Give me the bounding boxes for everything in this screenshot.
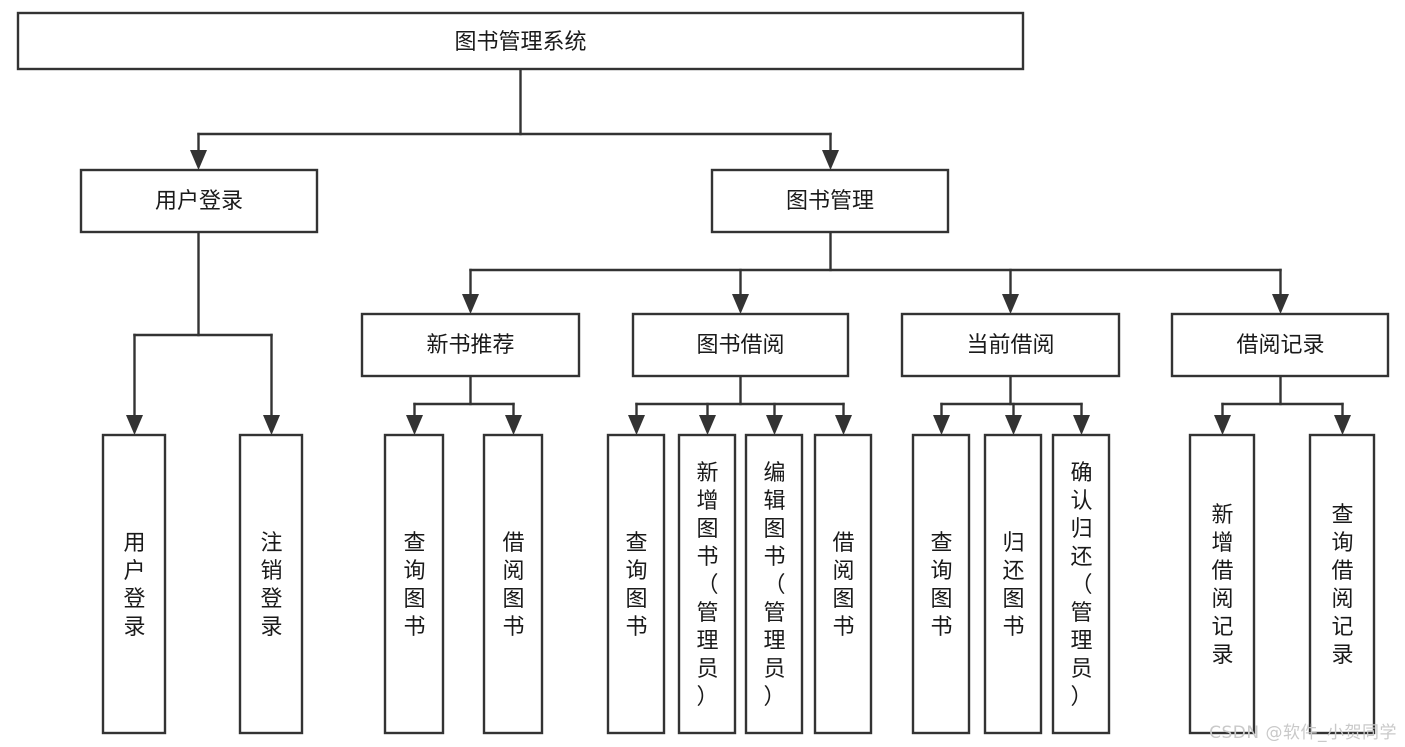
node-leaf-borrow-book-1-box[interactable] — [482, 433, 544, 735]
node-book-manage-box[interactable] — [710, 168, 950, 234]
node-book-borrow-box[interactable] — [631, 312, 850, 378]
node-book-manage[interactable]: 图书管理 — [710, 168, 950, 234]
node-leaf-query-book-2[interactable]: 查询图书 — [606, 433, 666, 735]
node-borrow-record-label: 借阅记录 — [1236, 333, 1324, 358]
connector-group-new-book-rec — [406, 374, 522, 435]
node-leaf-query-book-2-box[interactable] — [606, 433, 666, 735]
arrowhead-leaf-query-book-1 — [406, 415, 423, 435]
node-leaf-add-book-label: 新增图书（管理员） — [696, 461, 718, 710]
node-book-borrow[interactable]: 图书借阅 — [631, 312, 850, 378]
node-leaf-query-book-3-box[interactable] — [911, 433, 971, 735]
node-leaf-user-login-box[interactable] — [101, 433, 167, 735]
node-leaf-query-book-3-label: 查询图书 — [930, 531, 952, 640]
node-current-borrow[interactable]: 当前借阅 — [900, 312, 1121, 378]
node-leaf-query-book-1-label: 查询图书 — [403, 531, 425, 640]
node-leaf-return-book[interactable]: 归还图书 — [983, 433, 1043, 735]
arrowhead-book-manage — [822, 150, 839, 170]
node-leaf-edit-book-label: 编辑图书（管理员） — [763, 461, 785, 710]
node-leaf-add-record-label: 新增借阅记录 — [1211, 503, 1233, 668]
connector-group-book-manage — [462, 230, 1289, 314]
node-leaf-borrow-book-2[interactable]: 借阅图书 — [813, 433, 873, 735]
node-current-borrow-box[interactable] — [900, 312, 1121, 378]
arrowhead-leaf-user-login — [126, 415, 143, 435]
node-leaf-query-record[interactable]: 查询借阅记录 — [1308, 433, 1376, 735]
node-leaf-edit-book-box[interactable] — [744, 433, 804, 735]
node-leaf-query-record-box[interactable] — [1308, 433, 1376, 735]
node-leaf-borrow-book-1-label: 借阅图书 — [502, 531, 524, 640]
node-root-label: 图书管理系统 — [454, 30, 586, 55]
node-leaf-logout[interactable]: 注销登录 — [238, 433, 304, 735]
connector-group-book-borrow — [628, 374, 852, 435]
arrowhead-user-login — [190, 150, 207, 170]
arrowhead-leaf-borrow-book-2 — [835, 415, 852, 435]
node-new-book-rec-label: 新书推荐 — [426, 333, 514, 358]
node-leaf-confirm-return-box[interactable] — [1051, 433, 1111, 735]
node-book-manage-label: 图书管理 — [786, 189, 874, 214]
arrowhead-leaf-add-record — [1214, 415, 1231, 435]
node-borrow-record[interactable]: 借阅记录 — [1170, 312, 1390, 378]
node-leaf-borrow-book-1[interactable]: 借阅图书 — [482, 433, 544, 735]
node-new-book-rec[interactable]: 新书推荐 — [360, 312, 581, 378]
node-leaf-add-book-box[interactable] — [677, 433, 737, 735]
node-leaf-logout-box[interactable] — [238, 433, 304, 735]
node-leaf-query-book-2-label: 查询图书 — [625, 531, 647, 640]
csdn-watermark: CSDN @软件_小贺同学 — [1209, 723, 1397, 743]
node-leaf-query-record-label: 查询借阅记录 — [1331, 503, 1353, 668]
arrowhead-leaf-borrow-book-1 — [505, 415, 522, 435]
connector-group-root — [190, 67, 839, 170]
connector-group-current-borrow — [933, 374, 1090, 435]
node-leaf-borrow-book-2-label: 借阅图书 — [832, 531, 854, 640]
node-user-login-label: 用户登录 — [155, 189, 243, 214]
arrowhead-leaf-edit-book — [766, 415, 783, 435]
node-leaf-return-book-label: 归还图书 — [1002, 531, 1024, 640]
arrowhead-borrow-record — [1272, 294, 1289, 314]
node-leaf-add-book[interactable]: 新增图书（管理员） — [677, 433, 737, 735]
node-leaf-edit-book[interactable]: 编辑图书（管理员） — [744, 433, 804, 735]
node-leaf-borrow-book-2-box[interactable] — [813, 433, 873, 735]
node-root[interactable]: 图书管理系统 — [16, 11, 1025, 71]
node-leaf-user-login-label: 用户登录 — [123, 531, 145, 640]
node-leaf-query-book-1-box[interactable] — [383, 433, 445, 735]
arrowhead-book-borrow — [732, 294, 749, 314]
connector-group-user-login — [126, 230, 280, 435]
arrowhead-leaf-query-book-2 — [628, 415, 645, 435]
arrowhead-leaf-query-book-3 — [933, 415, 950, 435]
arrowhead-new-book-rec — [462, 294, 479, 314]
node-leaf-confirm-return[interactable]: 确认归还（管理员） — [1051, 433, 1111, 735]
node-leaf-return-book-box[interactable] — [983, 433, 1043, 735]
node-current-borrow-label: 当前借阅 — [966, 333, 1054, 358]
node-book-borrow-label: 图书借阅 — [696, 333, 784, 358]
connector-group-borrow-record — [1214, 374, 1351, 435]
node-new-book-rec-box[interactable] — [360, 312, 581, 378]
arrowhead-leaf-logout — [263, 415, 280, 435]
arrowhead-current-borrow — [1002, 294, 1019, 314]
arrowhead-leaf-confirm-return — [1073, 415, 1090, 435]
node-user-login[interactable]: 用户登录 — [79, 168, 319, 234]
arrowhead-leaf-add-book — [699, 415, 716, 435]
arrowhead-leaf-return-book — [1005, 415, 1022, 435]
node-root-box[interactable] — [16, 11, 1025, 71]
node-leaf-confirm-return-label: 确认归还（管理员） — [1070, 461, 1092, 710]
node-leaf-user-login[interactable]: 用户登录 — [101, 433, 167, 735]
node-borrow-record-box[interactable] — [1170, 312, 1390, 378]
node-leaf-add-record-box[interactable] — [1188, 433, 1256, 735]
node-leaf-add-record[interactable]: 新增借阅记录 — [1188, 433, 1256, 735]
node-user-login-box[interactable] — [79, 168, 319, 234]
node-leaf-logout-label: 注销登录 — [260, 531, 282, 640]
node-leaf-query-book-1[interactable]: 查询图书 — [383, 433, 445, 735]
arrowhead-leaf-query-record — [1334, 415, 1351, 435]
node-leaf-query-book-3[interactable]: 查询图书 — [911, 433, 971, 735]
